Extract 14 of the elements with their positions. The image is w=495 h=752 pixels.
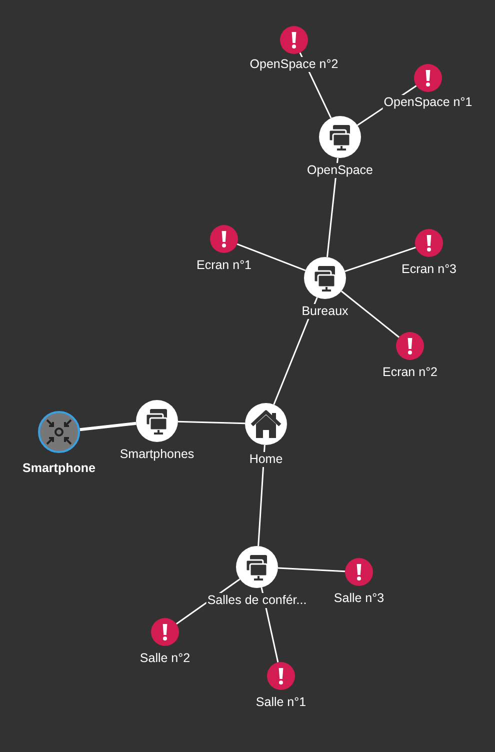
connector <box>278 567 346 572</box>
node-label: OpenSpace n°2 <box>248 57 340 72</box>
node-label: OpenSpace <box>306 163 374 178</box>
node-label: OpenSpace n°1 <box>382 95 474 110</box>
node-label: Home <box>248 452 284 467</box>
thick-connector <box>80 422 136 432</box>
connector <box>178 420 246 424</box>
node-label: Bureaux <box>300 304 350 319</box>
node-label: Smartphone <box>22 461 96 476</box>
connector <box>344 246 416 272</box>
connector <box>236 243 306 272</box>
node-label: Salles de confér... <box>206 593 308 608</box>
node-label: Smartphones <box>118 447 196 462</box>
connector <box>340 290 400 338</box>
